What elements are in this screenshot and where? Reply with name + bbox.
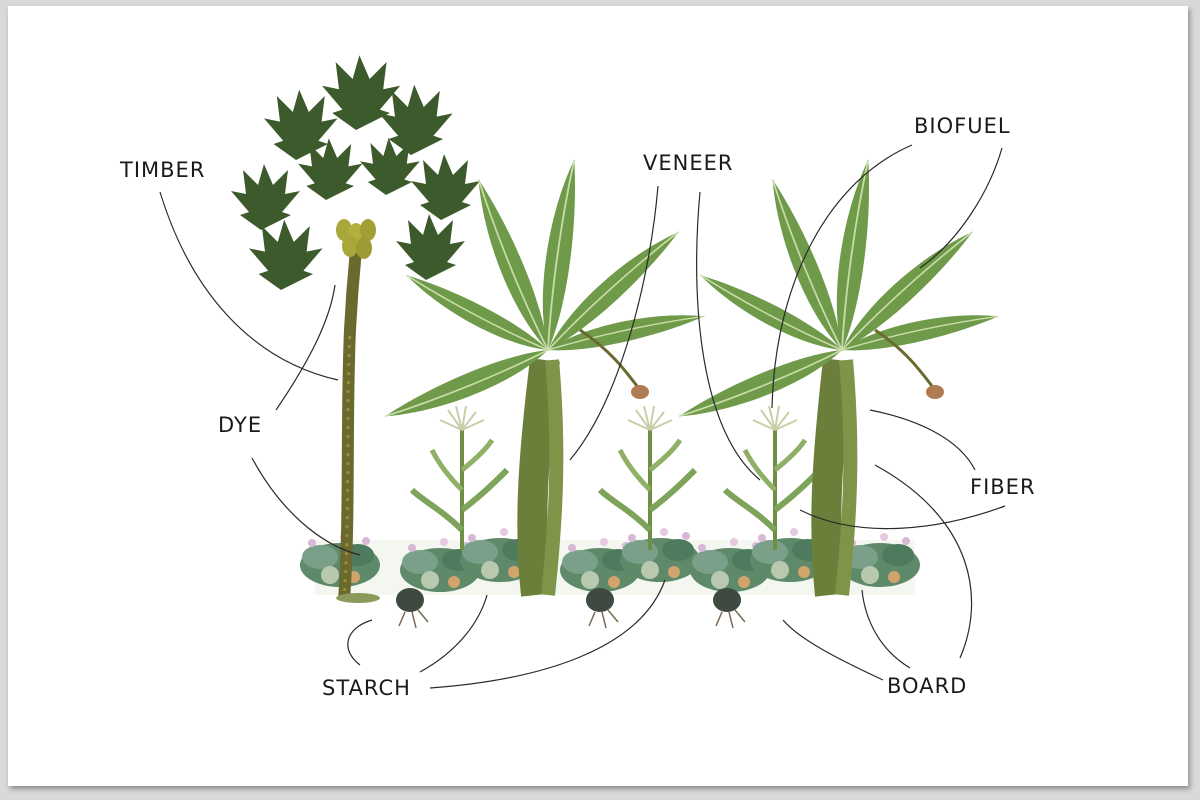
label-starch: STARCH xyxy=(322,676,411,700)
leader-biofuel-right xyxy=(920,148,1002,268)
leader-board-left xyxy=(783,620,883,680)
corn-plants xyxy=(412,406,820,550)
leader-starch-right xyxy=(430,580,665,688)
banana-plant-right xyxy=(674,158,1000,595)
label-fiber: FIBER xyxy=(970,475,1036,499)
label-biofuel: BIOFUEL xyxy=(914,114,1011,138)
label-veneer: VENEER xyxy=(643,151,733,175)
label-timber: TIMBER xyxy=(119,158,205,182)
leader-dye-upper xyxy=(276,285,335,410)
leader-starch-mid xyxy=(420,595,487,672)
label-dye: DYE xyxy=(218,413,262,437)
label-board: BOARD xyxy=(887,674,967,698)
leader-board-mid xyxy=(862,590,910,668)
leader-veneer-right xyxy=(697,192,760,480)
papaya-tree xyxy=(231,55,480,603)
leader-starch-left xyxy=(348,620,372,665)
leader-fiber-upper xyxy=(870,410,975,470)
